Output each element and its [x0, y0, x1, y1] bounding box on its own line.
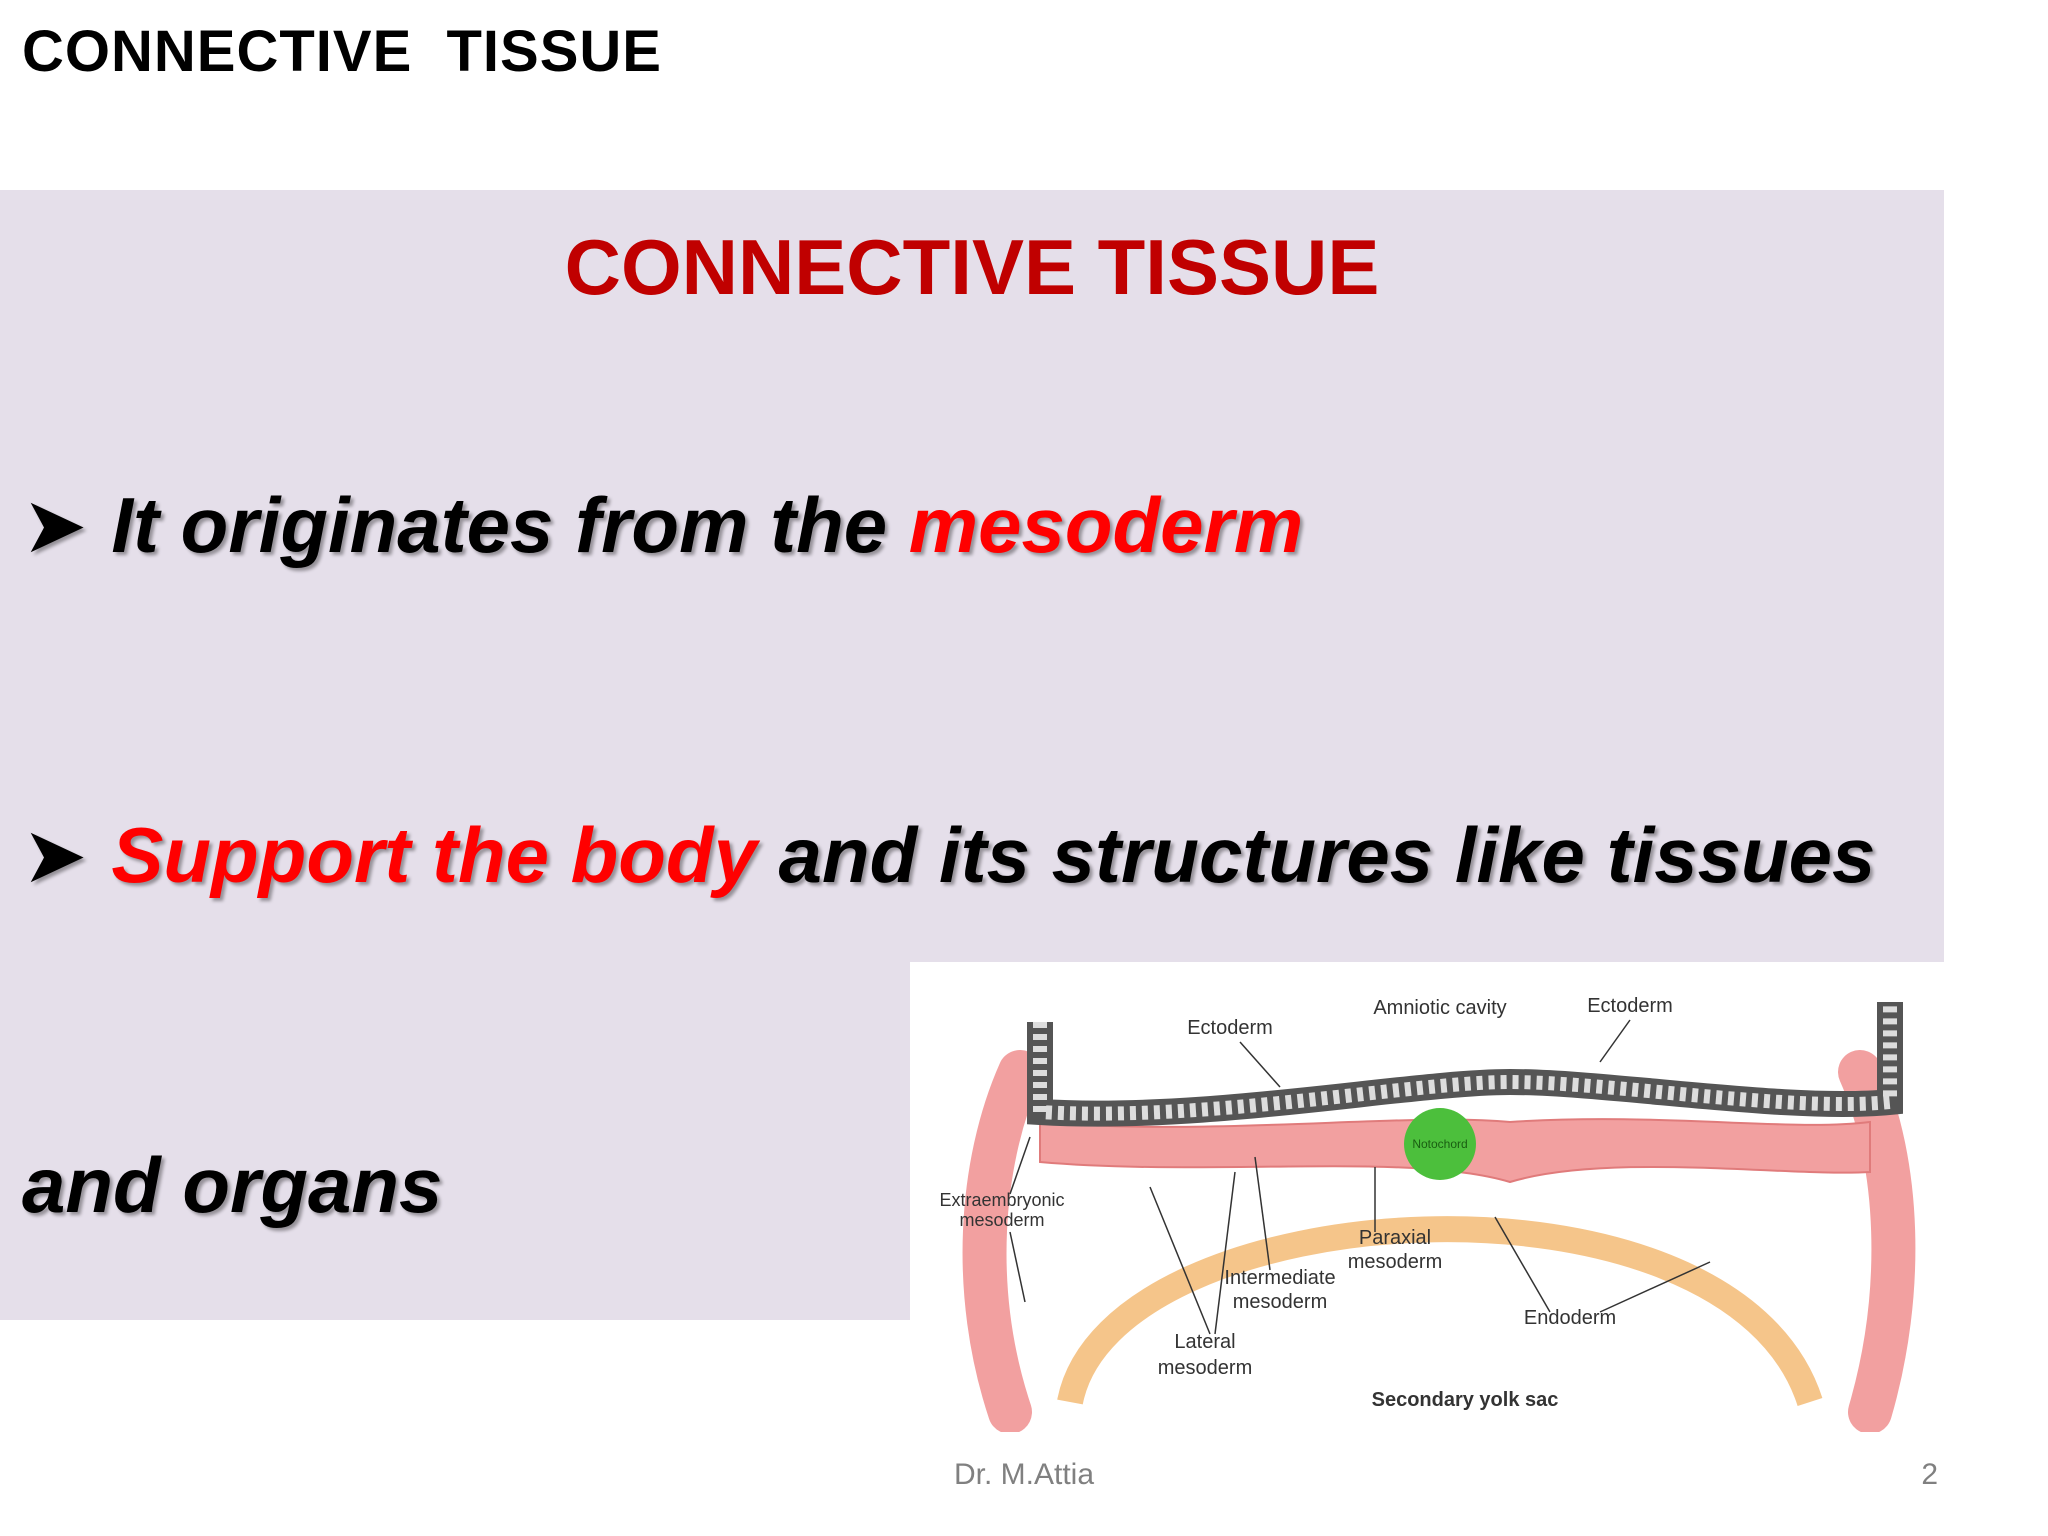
label-intermediate-1: Intermediate	[1224, 1267, 1335, 1289]
pointer-lines	[1009, 1019, 1711, 1335]
label-intermediate-2: mesoderm	[1233, 1291, 1327, 1313]
endoderm-arc	[1057, 1216, 1823, 1407]
bullet-text: and its structures like tissues	[756, 811, 1876, 899]
label-lateral-1: Lateral	[1174, 1331, 1235, 1353]
label-ectoderm-left: Ectoderm	[1187, 1017, 1273, 1039]
bullet-arrow-icon: ➤	[22, 481, 88, 569]
slide-title: CONNECTIVE TISSUE	[564, 223, 1380, 311]
label-extraembryonic-1: Extraembryonic	[939, 1190, 1064, 1210]
embryo-cross-section-figure: Notochord Ectoderm Amniotic cavity Ectod…	[910, 962, 1944, 1434]
notochord	[1404, 1108, 1476, 1180]
label-paraxial-2: mesoderm	[1348, 1251, 1442, 1273]
label-endoderm: Endoderm	[1524, 1307, 1616, 1329]
embryo-diagram: Notochord Ectoderm Amniotic cavity Ectod…	[939, 995, 1916, 1434]
footer-author: Dr. M.Attia	[953, 1458, 1095, 1491]
ectoderm-cells	[1033, 1002, 1897, 1121]
label-ectoderm-right: Ectoderm	[1587, 995, 1673, 1017]
bullet-text: It originates from the	[111, 481, 909, 569]
label-amniotic-cavity: Amniotic cavity	[1373, 997, 1506, 1019]
label-yolk-sac: Secondary yolk sac	[1372, 1389, 1559, 1411]
bullet-origin: ➤ It originates from the mesoderm	[22, 480, 1303, 571]
bullet-support: ➤ Support the body and its structures lik…	[22, 810, 1875, 901]
extraembryonic-mesoderm-left	[962, 1050, 1042, 1434]
notochord-label: Notochord	[1412, 1137, 1467, 1151]
bullet-continuation: and organs	[22, 1141, 443, 1229]
bullet-arrow-icon: ➤	[22, 811, 88, 899]
bullet-highlight: mesoderm	[908, 481, 1304, 569]
page-number: 2	[1921, 1458, 1938, 1491]
label-extraembryonic-2: mesoderm	[959, 1210, 1044, 1230]
label-paraxial-1: Paraxial	[1359, 1227, 1431, 1249]
header-title: CONNECTIVE TISSUE	[22, 19, 662, 84]
label-lateral-2: mesoderm	[1158, 1357, 1252, 1379]
bullet-highlight: Support the body	[111, 811, 757, 899]
